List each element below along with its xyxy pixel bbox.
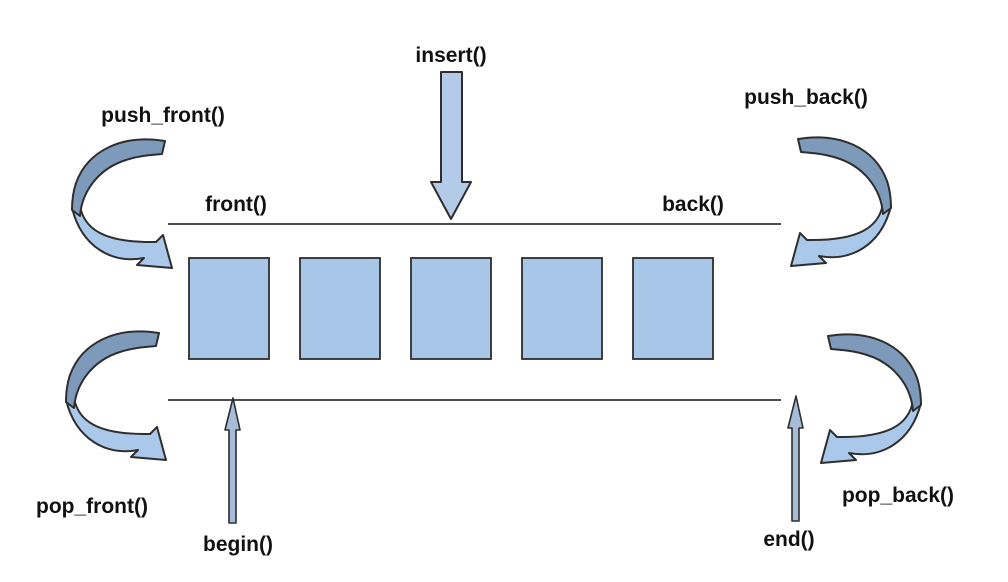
deque-element-box bbox=[188, 257, 270, 360]
push-back-arrow-light-band bbox=[790, 203, 892, 267]
label-front: front() bbox=[205, 193, 267, 216]
label-pop-front: pop_front() bbox=[36, 495, 148, 518]
label-push-front: push_front() bbox=[101, 104, 225, 127]
label-push-back: push_back() bbox=[744, 86, 868, 109]
label-back: back() bbox=[662, 193, 724, 216]
deque-elements bbox=[188, 257, 714, 360]
begin-arrow-icon bbox=[224, 397, 241, 524]
label-insert: insert() bbox=[415, 44, 486, 67]
push-front-arrow-light-band bbox=[71, 205, 173, 269]
insert-arrow-icon bbox=[430, 71, 472, 220]
pop-back-arrow-dark-band bbox=[827, 333, 922, 412]
push-front-arrow-dark-band bbox=[71, 138, 166, 217]
deque-element-box bbox=[410, 257, 492, 360]
pop-front-arrow-light-band bbox=[65, 397, 167, 461]
push-back-arrow-dark-band bbox=[797, 136, 892, 215]
deque-element-box bbox=[521, 257, 603, 360]
label-pop-back: pop_back() bbox=[842, 484, 954, 507]
pop-back-arrow-light-band bbox=[820, 400, 922, 464]
pop-front-curved-arrow-icon bbox=[65, 330, 167, 461]
pop-front-arrow-dark-band bbox=[65, 330, 160, 409]
deque-element-box bbox=[299, 257, 381, 360]
push-back-curved-arrow-icon bbox=[790, 136, 892, 267]
deque-element-box bbox=[632, 257, 714, 360]
end-arrow-icon bbox=[787, 395, 804, 522]
push-front-curved-arrow-icon bbox=[71, 138, 173, 269]
label-end: end() bbox=[763, 528, 814, 551]
pop-back-curved-arrow-icon bbox=[820, 333, 922, 464]
label-begin: begin() bbox=[203, 533, 273, 556]
